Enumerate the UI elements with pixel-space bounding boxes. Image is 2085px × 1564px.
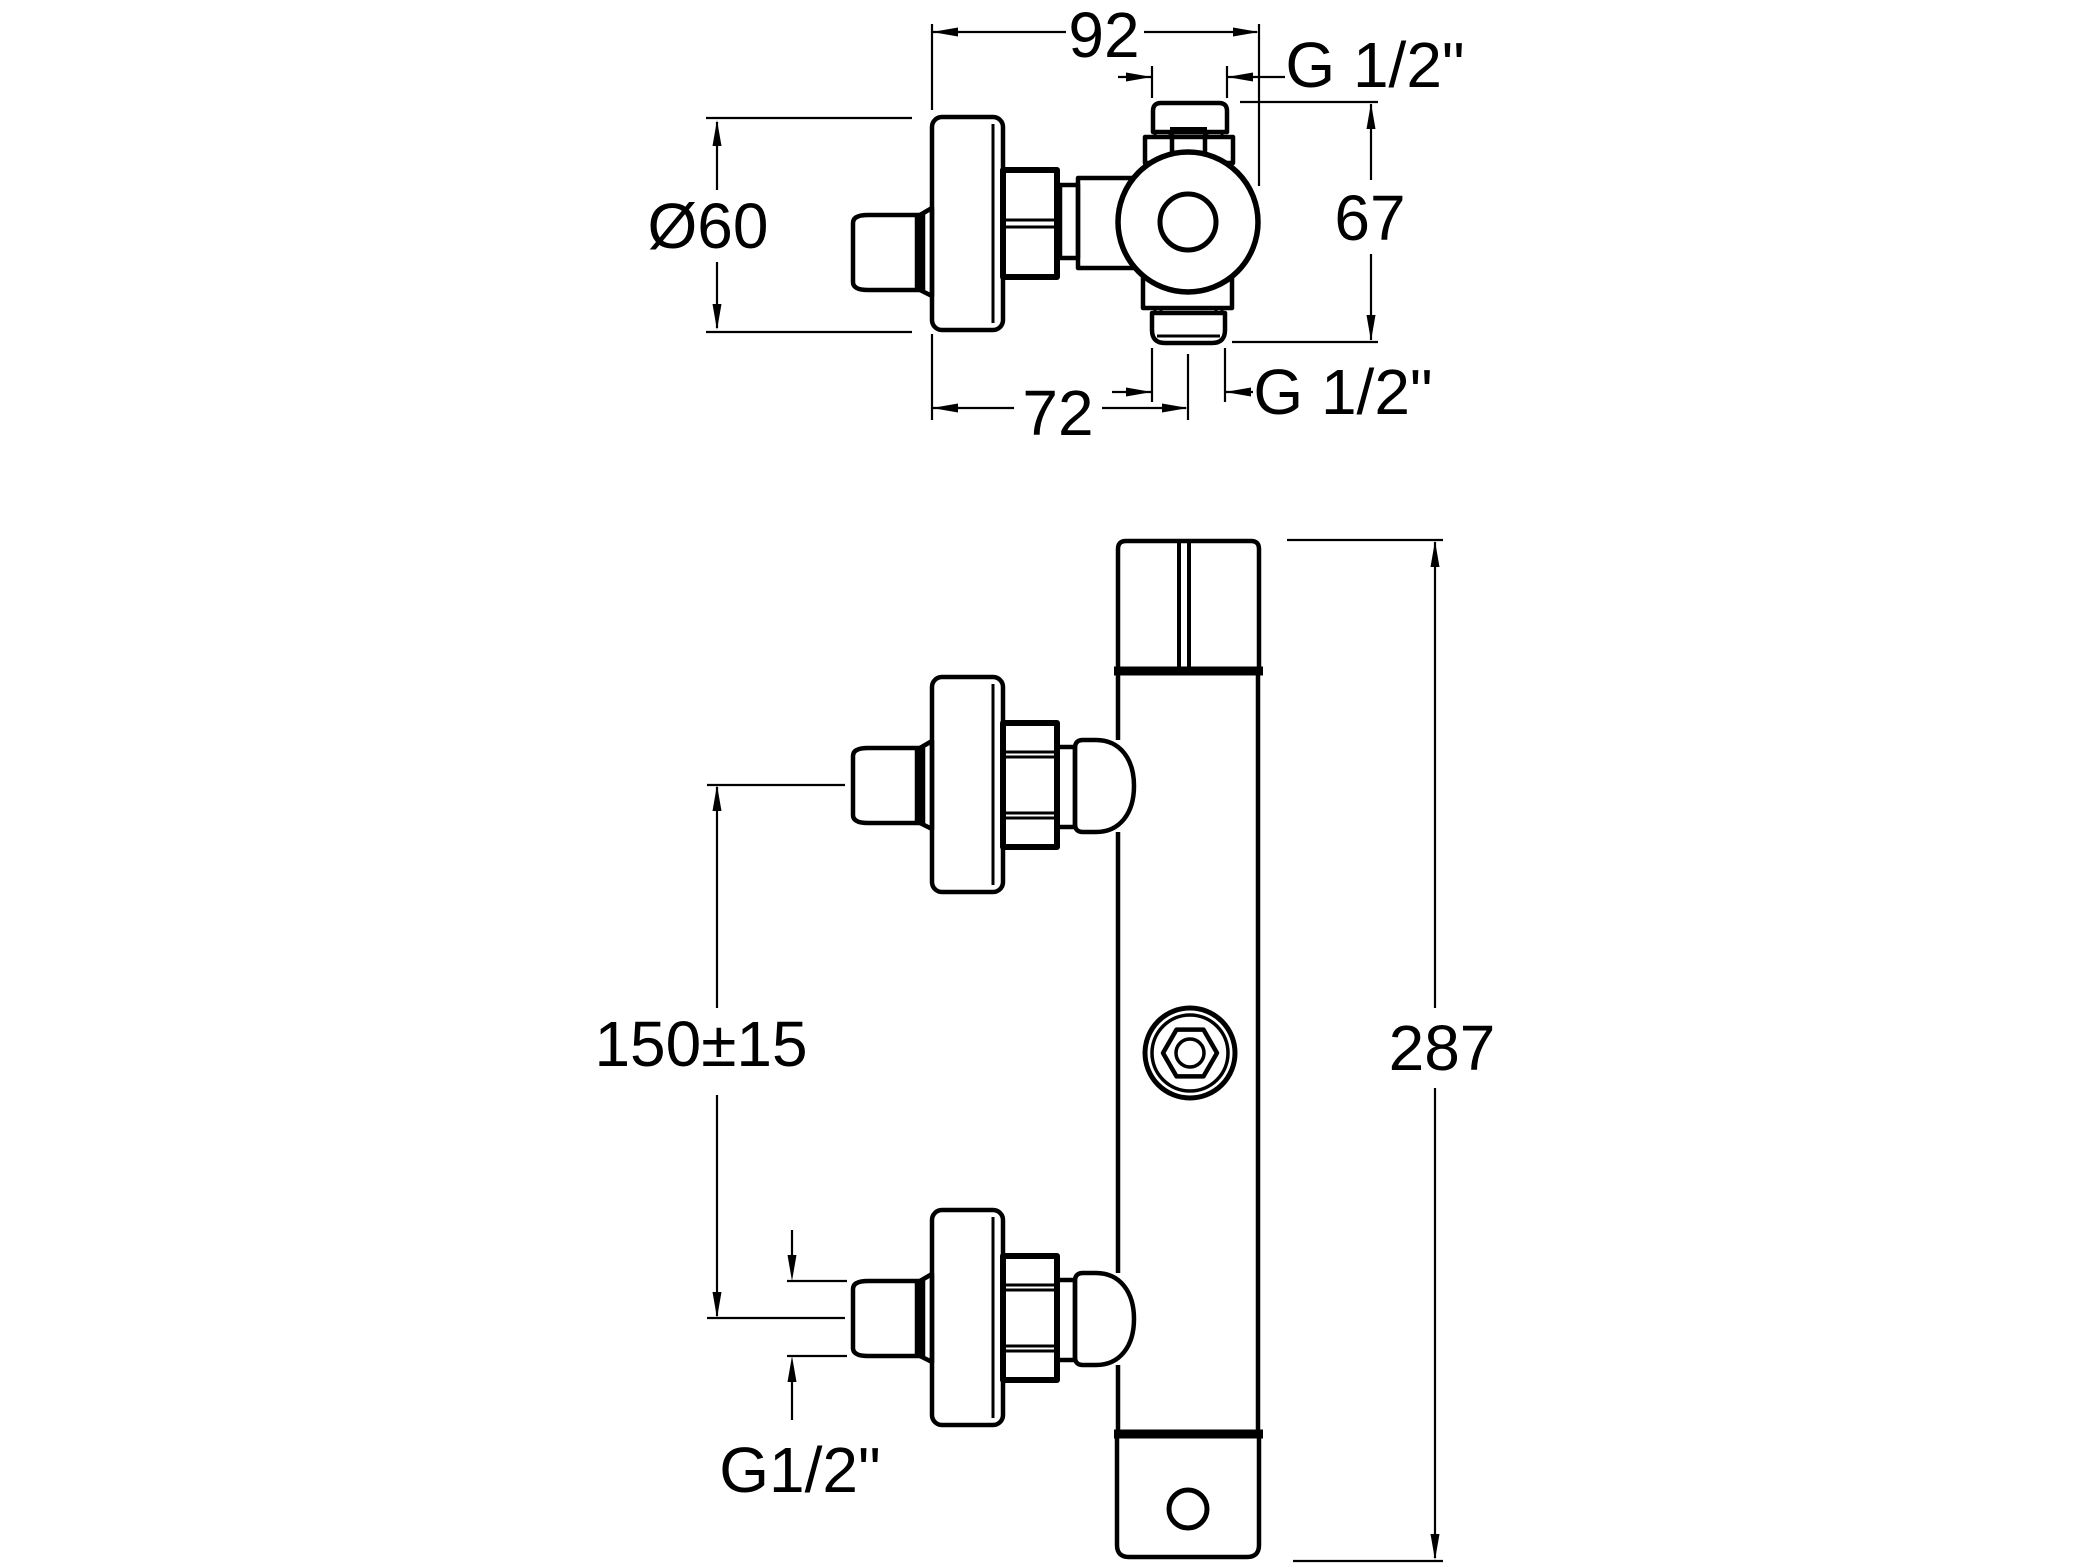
front-view bbox=[850, 538, 1263, 1560]
upper-wall-fitting bbox=[850, 674, 1137, 895]
dim-60-arrows bbox=[712, 120, 722, 330]
lower-wall-fitting bbox=[850, 1207, 1137, 1428]
dim-150-label: 150±15 bbox=[594, 1008, 807, 1080]
front-cap-split-lines bbox=[1177, 541, 1191, 668]
dim-92-label: 92 bbox=[1068, 0, 1139, 71]
dim-g12-bottom-lines bbox=[1112, 348, 1253, 402]
dim-92-lines bbox=[930, 24, 1261, 186]
lower-union-nut-flats bbox=[1003, 1283, 1057, 1353]
top-inlet-thread bbox=[850, 212, 926, 293]
top-port-cap bbox=[1150, 100, 1230, 135]
dim-tolerance-arrows bbox=[787, 1255, 797, 1382]
front-view-dimensions: 150±15 287 G1/2" bbox=[594, 538, 1496, 1563]
top-view bbox=[850, 100, 1261, 346]
hex-socket-hexagon bbox=[1160, 1027, 1220, 1079]
hex-socket-outer-ring bbox=[1142, 1005, 1238, 1101]
dim-g12-bottom-label: G 1/2" bbox=[1253, 356, 1432, 428]
dim-150-lines bbox=[707, 783, 845, 1320]
dim-60-label: Ø60 bbox=[648, 190, 769, 262]
dim-60-lines bbox=[706, 116, 912, 334]
top-union-nut bbox=[1000, 167, 1060, 280]
dim-67-label: 67 bbox=[1334, 182, 1405, 254]
dim-g12-top-lines bbox=[1118, 66, 1285, 98]
hex-socket-bore bbox=[1174, 1037, 1206, 1069]
dim-g12-front-label: G1/2" bbox=[719, 1434, 880, 1506]
hex-socket-inner-ring bbox=[1150, 1013, 1230, 1093]
upper-thread bbox=[850, 745, 926, 826]
top-cartridge-circle bbox=[1157, 191, 1219, 253]
dim-287-lines bbox=[1287, 538, 1443, 1563]
dim-67-lines bbox=[1232, 100, 1378, 344]
dim-287-label: 287 bbox=[1389, 1012, 1496, 1084]
front-body-outline bbox=[1115, 675, 1261, 1430]
dim-72-lines bbox=[930, 334, 1190, 420]
dim-g12-top-label: G 1/2" bbox=[1285, 29, 1464, 101]
dim-72-arrows bbox=[932, 403, 1188, 413]
front-bottom-screw-hole bbox=[1166, 1487, 1210, 1531]
bottom-port bbox=[1149, 310, 1228, 346]
front-bottom-cap bbox=[1114, 1438, 1262, 1560]
dim-72-label: 72 bbox=[1022, 377, 1093, 449]
dim-67-arrows bbox=[1366, 103, 1376, 341]
upper-union-nut-flats bbox=[1003, 750, 1057, 820]
dim-g12-bottom-arrows bbox=[1126, 387, 1251, 397]
lower-dome-connector bbox=[1072, 1270, 1137, 1368]
dim-tolerance-lines bbox=[787, 1230, 847, 1420]
dim-g12-top-arrows bbox=[1126, 72, 1253, 82]
upper-dome-connector bbox=[1072, 737, 1137, 835]
lower-thread bbox=[850, 1278, 926, 1359]
top-view-dimensions: 92 G 1/2" Ø60 67 72 G 1/2" bbox=[648, 0, 1465, 449]
top-union-nut-flats bbox=[1003, 218, 1057, 229]
